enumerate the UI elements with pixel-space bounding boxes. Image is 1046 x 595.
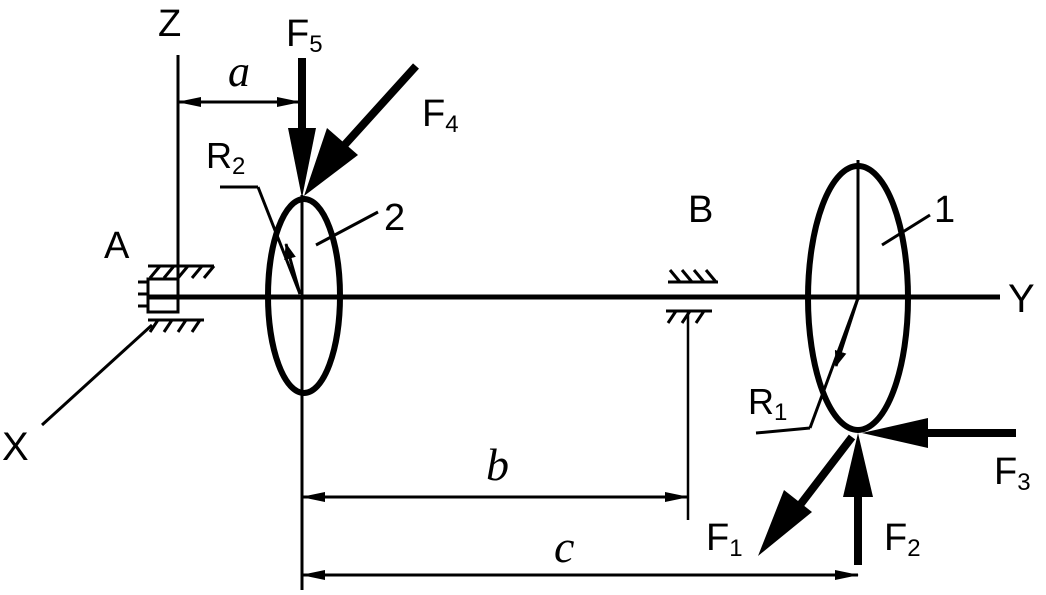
force-f2-label: F2 (884, 517, 921, 562)
support-b (666, 269, 718, 520)
gear-2-label: 2 (384, 197, 405, 239)
z-axis-label: Z (158, 3, 181, 45)
gear-2 (265, 196, 343, 396)
radius-r1-label: R1 (748, 381, 787, 426)
radius-r2 (220, 185, 302, 295)
dimension-a-label: a (228, 47, 250, 96)
force-f3-arrow (862, 418, 1016, 448)
support-a-label: A (104, 225, 130, 267)
gear-1-label: 1 (934, 189, 955, 231)
force-f1-arrow (758, 434, 856, 556)
gear-1-leader (881, 213, 931, 247)
support-b-label: B (688, 189, 713, 231)
force-f5-label: F5 (286, 13, 323, 58)
dimension-c-label: c (554, 521, 574, 572)
y-axis-label: Y (1008, 277, 1035, 321)
support-a (138, 264, 216, 333)
force-f1-label: F1 (706, 517, 743, 562)
force-f2-arrow (843, 433, 873, 565)
radius-r2-label: R2 (206, 135, 245, 180)
radius-r1 (755, 297, 860, 435)
x-axis (40, 323, 154, 427)
force-f4-arrow (304, 63, 419, 196)
gear-2-leader (315, 210, 379, 247)
force-f3-label: F3 (994, 451, 1031, 496)
force-f5-arrow (288, 58, 316, 198)
x-axis-label: X (2, 425, 29, 469)
force-f4-label: F4 (422, 93, 459, 138)
dimension-b-label: b (486, 439, 509, 490)
